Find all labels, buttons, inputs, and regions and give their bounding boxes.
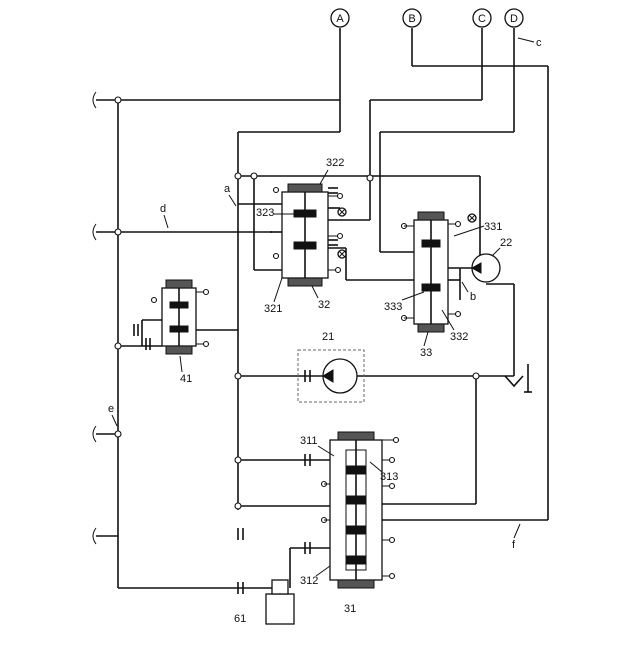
label-332: 332 <box>450 331 468 343</box>
component-61 <box>238 528 294 624</box>
valve-41 <box>134 280 209 354</box>
port-c: C <box>473 9 491 27</box>
label-323: 323 <box>256 207 274 219</box>
terminal-hooks <box>93 92 96 544</box>
label-322: 322 <box>326 157 344 169</box>
valve-32 <box>274 184 343 286</box>
port-a-label: A <box>336 13 344 25</box>
line-label-f: f <box>512 539 516 551</box>
port-d: D <box>505 9 523 27</box>
line-label-a: a <box>224 183 231 195</box>
valve-33 <box>402 212 477 332</box>
label-33: 33 <box>420 347 432 359</box>
line-label-e: e <box>108 403 114 415</box>
label-32: 32 <box>318 299 330 311</box>
tank-symbol <box>505 364 532 392</box>
port-b-label: B <box>408 13 415 25</box>
label-333: 333 <box>384 301 402 313</box>
label-22: 22 <box>500 237 512 249</box>
check-symbols-32 <box>338 208 346 258</box>
port-c-label: C <box>478 13 486 25</box>
line-label-c: c <box>536 37 542 49</box>
label-61: 61 <box>234 613 246 625</box>
label-321: 321 <box>264 303 282 315</box>
label-41: 41 <box>180 373 192 385</box>
label-313: 313 <box>380 471 398 483</box>
port-a: A <box>331 9 349 27</box>
line-label-b: b <box>470 291 476 303</box>
label-331: 331 <box>484 221 502 233</box>
valve-31 <box>305 432 399 588</box>
pump-22 <box>472 254 500 282</box>
label-31: 31 <box>344 603 356 615</box>
port-b: B <box>403 9 421 27</box>
port-d-label: D <box>510 13 518 25</box>
label-312: 312 <box>300 575 318 587</box>
label-21: 21 <box>322 331 334 343</box>
line-label-d: d <box>160 203 166 215</box>
label-311: 311 <box>300 435 318 447</box>
